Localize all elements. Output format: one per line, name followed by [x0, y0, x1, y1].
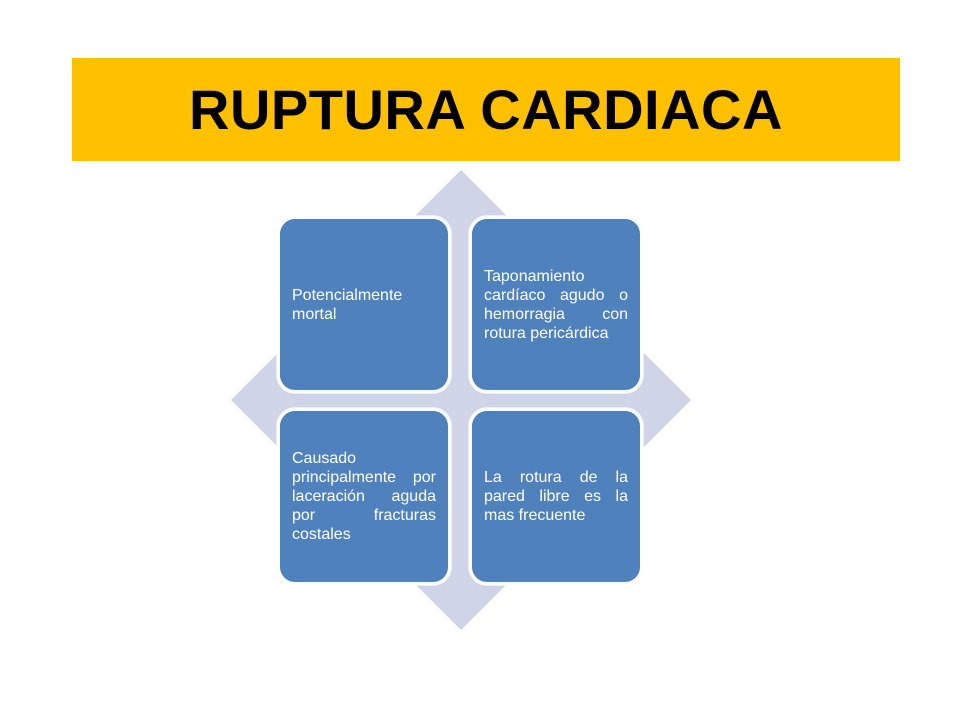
box-top-right-text: Taponamiento cardíaco agudo o hemorragia… — [484, 267, 628, 342]
slide-title: RUPTURA CARDIACA — [189, 78, 783, 141]
box-bottom-right-text: La rotura de la pared libre es la mas fr… — [484, 469, 628, 524]
box-top-left: Potencialmente mortal — [277, 216, 451, 393]
box-bottom-right: La rotura de la pared libre es la mas fr… — [469, 408, 643, 585]
box-bottom-left: Causado principalmente por laceración ag… — [277, 408, 451, 585]
box-top-right: Taponamiento cardíaco agudo o hemorragia… — [469, 216, 643, 393]
box-top-left-text: Potencialmente mortal — [292, 286, 403, 323]
title-banner: RUPTURA CARDIACA — [72, 58, 900, 161]
box-bottom-left-text: Causado principalmente por laceración ag… — [292, 450, 436, 543]
